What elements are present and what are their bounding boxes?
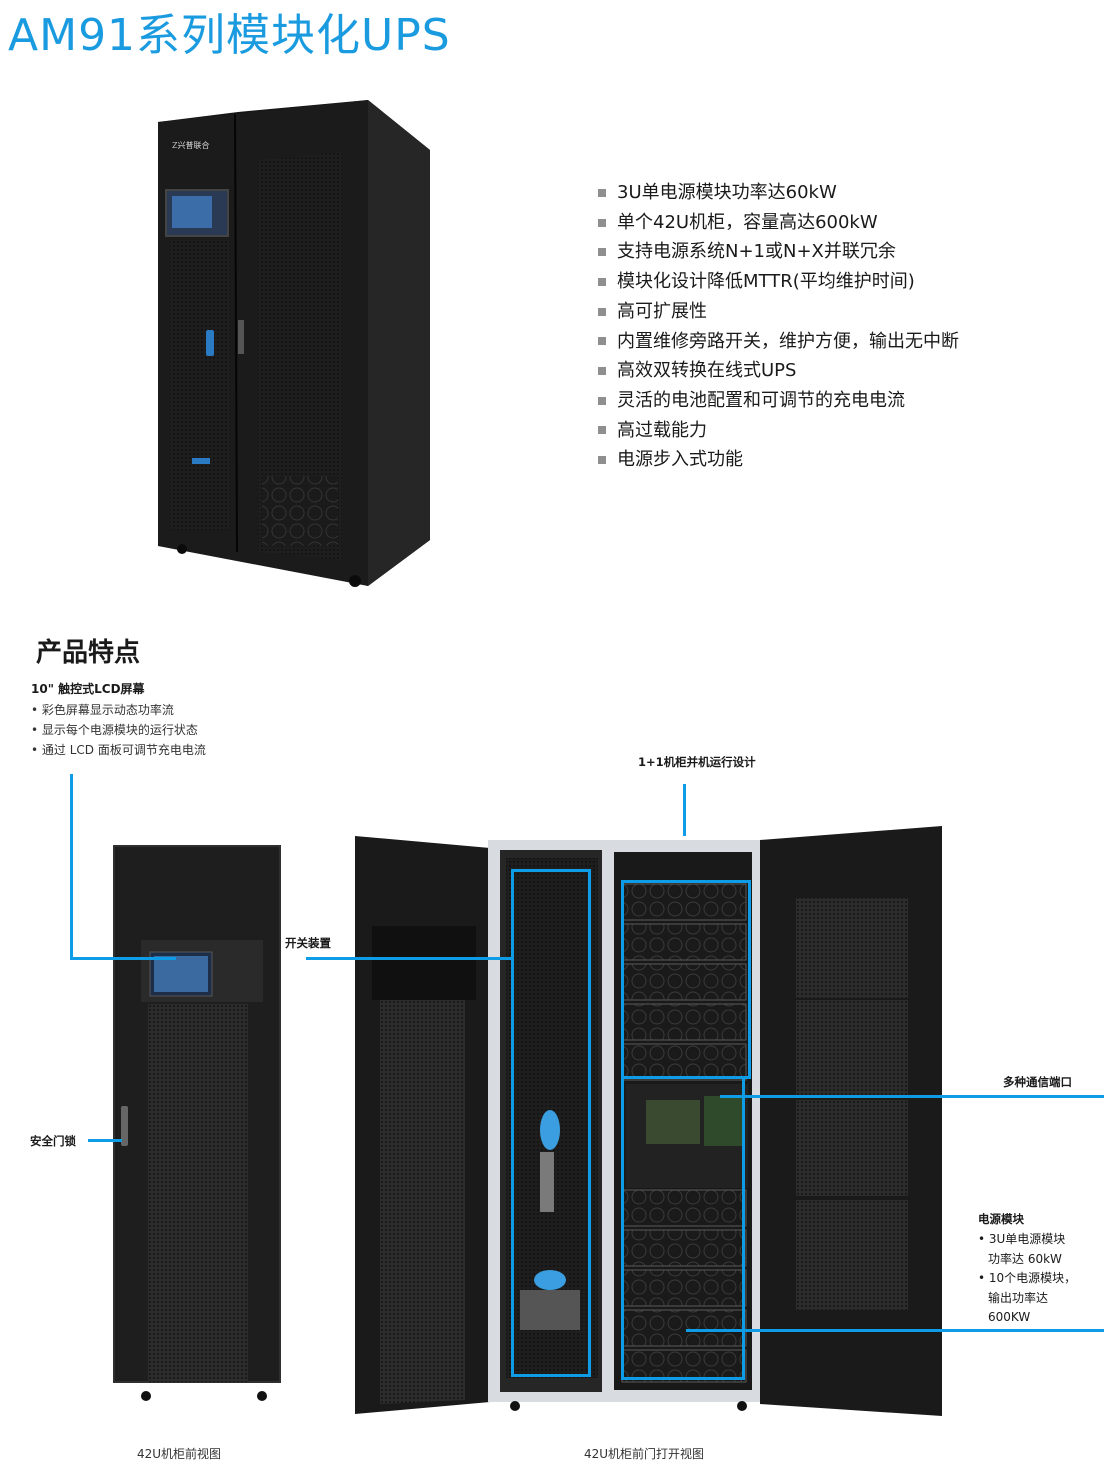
power-module-heading: 电源模块 bbox=[978, 1212, 1024, 1226]
lcd-callout-line bbox=[70, 774, 73, 960]
logo-icon: Z bbox=[172, 141, 178, 150]
cabinet-logo: Z兴普联合 bbox=[172, 141, 210, 150]
feature-item: 高过载能力 bbox=[598, 416, 959, 446]
power-module-item: • 3U单电源模块 bbox=[978, 1232, 1066, 1246]
lcd-item: • 彩色屏幕显示动态功率流 bbox=[31, 703, 174, 717]
lcd-callout-line bbox=[70, 957, 176, 960]
lcd-list: • 彩色屏幕显示动态功率流 • 显示每个电源模块的运行状态 • 通过 LCD 面… bbox=[31, 700, 206, 760]
square-bullet-icon bbox=[598, 248, 606, 257]
power-module-list: • 3U单电源模块 功率达 60kW • 10个电源模块， 输出功率达 600K… bbox=[978, 1230, 1076, 1328]
feature-item: 支持电源系统N+1或N+X并联冗余 bbox=[598, 237, 959, 267]
section-title: 产品特点 bbox=[36, 638, 141, 668]
parallel-callout-line bbox=[683, 784, 686, 836]
switch-highlight-box bbox=[511, 869, 591, 1377]
feature-item: 单个42U机柜，容量高达600kW bbox=[598, 208, 959, 238]
feature-item: 电源步入式功能 bbox=[598, 445, 959, 475]
module-highlight-box bbox=[621, 880, 751, 1079]
square-bullet-icon bbox=[598, 337, 606, 346]
page-title: AM91系列模块化UPS bbox=[8, 10, 451, 61]
square-bullet-icon bbox=[598, 456, 606, 465]
feature-item: 灵活的电池配置和可调节的充电电流 bbox=[598, 386, 959, 416]
square-bullet-icon bbox=[598, 188, 606, 197]
open-view-caption: 42U机柜前门打开视图 bbox=[584, 1447, 705, 1461]
feature-item: 高效双转换在线式UPS bbox=[598, 356, 959, 386]
power-module-item: 600KW bbox=[988, 1310, 1031, 1324]
feature-item: 3U单电源模块功率达60kW bbox=[598, 178, 959, 208]
power-module-item: • 10个电源模块， bbox=[978, 1271, 1077, 1285]
door-lock-callout-line bbox=[88, 1139, 122, 1142]
lcd-heading: 10" 触控式LCD屏幕 bbox=[31, 682, 145, 696]
feature-list: 3U单电源模块功率达60kW 单个42U机柜，容量高达600kW 支持电源系统N… bbox=[598, 178, 959, 475]
feature-item: 模块化设计降低MTTR(平均维护时间) bbox=[598, 267, 959, 297]
module-highlight-box bbox=[742, 1076, 745, 1380]
door-lock-callout: 安全门锁 bbox=[30, 1134, 76, 1148]
square-bullet-icon bbox=[598, 396, 606, 405]
comm-port-callout: 多种通信端口 bbox=[1003, 1075, 1072, 1089]
switch-callout: 开关装置 bbox=[285, 936, 331, 950]
square-bullet-icon bbox=[598, 277, 606, 286]
lcd-item: • 通过 LCD 面板可调节充电电流 bbox=[31, 743, 206, 757]
square-bullet-icon bbox=[598, 307, 606, 316]
square-bullet-icon bbox=[598, 426, 606, 435]
square-bullet-icon bbox=[598, 218, 606, 227]
module-highlight-box bbox=[621, 1076, 624, 1380]
comm-port-callout-line bbox=[720, 1095, 1104, 1098]
feature-item: 内置维修旁路开关，维护方便，输出无中断 bbox=[598, 327, 959, 357]
power-module-item: 输出功率达 bbox=[988, 1290, 1049, 1305]
parallel-callout: 1+1机柜并机运行设计 bbox=[638, 755, 756, 769]
module-highlight-box bbox=[621, 1377, 745, 1380]
front-view-caption: 42U机柜前视图 bbox=[137, 1447, 222, 1461]
power-module-item: 功率达 60kW bbox=[988, 1251, 1062, 1266]
feature-item: 高可扩展性 bbox=[598, 297, 959, 327]
square-bullet-icon bbox=[598, 367, 606, 376]
power-module-callout-line bbox=[686, 1329, 1104, 1332]
lcd-item: • 显示每个电源模块的运行状态 bbox=[31, 723, 198, 737]
switch-callout-line bbox=[306, 957, 512, 960]
